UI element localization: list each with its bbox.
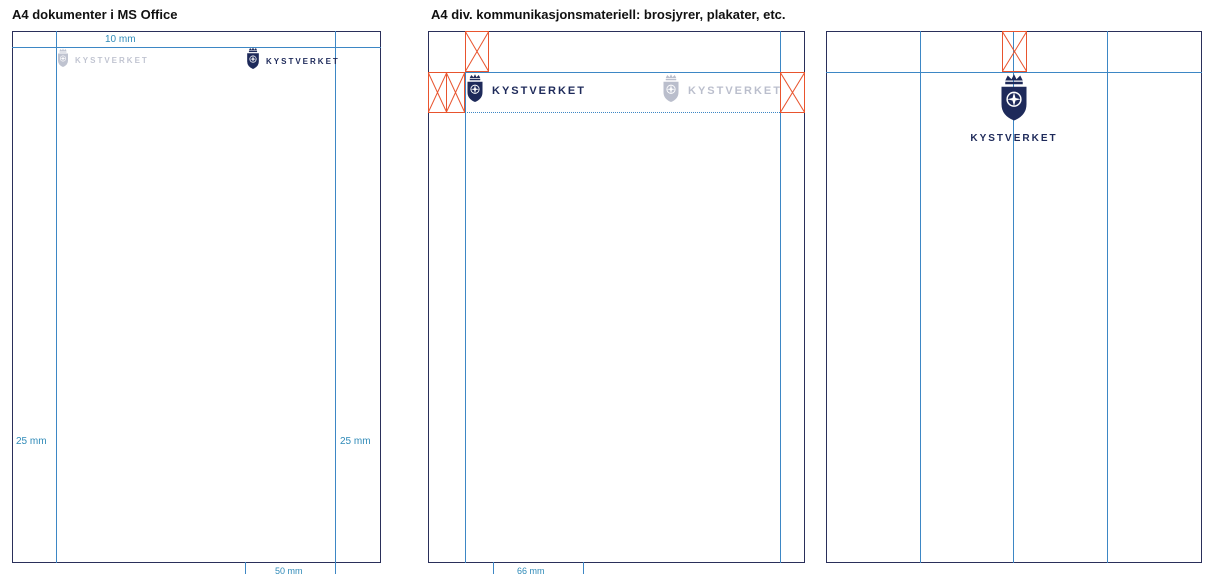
logo-wordmark: KYSTVERKET <box>492 85 586 97</box>
right-margin-label: 25 mm <box>340 436 371 447</box>
logo-column-tick-left <box>493 562 494 574</box>
top-margin-label: 10 mm <box>105 34 136 45</box>
kystverket-crest-icon <box>246 47 260 75</box>
primary-logo: KYSTVERKET <box>246 47 340 75</box>
logo-column-tick-right <box>335 562 336 574</box>
column-guide <box>1107 31 1108 563</box>
logo-wordmark: KYSTVERKET <box>970 133 1058 144</box>
logo-column-tick-left <box>245 562 246 574</box>
office-heading: A4 dokumenter i MS Office <box>12 7 178 22</box>
right-margin-guide <box>335 31 336 563</box>
clearspace-box <box>465 31 489 72</box>
clearspace-box <box>1002 31 1027 72</box>
logo-wordmark: KYSTVERKET <box>688 85 782 97</box>
kystverket-crest-icon <box>662 74 680 108</box>
kystverket-crest-icon <box>999 74 1029 127</box>
left-margin-label: 25 mm <box>16 436 47 447</box>
logo-wordmark: KYSTVERKET <box>266 56 340 66</box>
left-margin-guide <box>56 31 57 563</box>
clearspace-box <box>780 72 805 113</box>
header-guide <box>826 72 1202 73</box>
clearspace-box <box>428 72 465 113</box>
kystverket-crest-icon <box>57 48 69 73</box>
header-guide <box>428 72 805 73</box>
materials-page-horizontal <box>428 31 805 563</box>
kystverket-crest-icon <box>466 74 484 108</box>
top-margin-guide <box>12 47 381 48</box>
column-guide <box>920 31 921 563</box>
logo-column-label-2: 66 mm <box>517 566 545 576</box>
logo-zone-baseline <box>465 112 780 113</box>
primary-logo-vertical: KYSTVERKET <box>964 74 1064 144</box>
faded-logo: KYSTVERKET <box>662 74 782 108</box>
logo-wordmark: KYSTVERKET <box>75 56 149 65</box>
left-margin-guide <box>465 31 466 563</box>
faded-logo: KYSTVERKET <box>57 48 149 73</box>
right-margin-guide <box>780 31 781 563</box>
primary-logo: KYSTVERKET <box>466 74 586 108</box>
office-page <box>12 31 381 563</box>
materials-heading: A4 div. kommunikasjonsmateriell: brosjyr… <box>431 7 786 22</box>
logo-column-tick-right <box>583 562 584 574</box>
logo-column-label: 50 mm <box>275 566 303 576</box>
center-guide <box>1013 31 1014 563</box>
